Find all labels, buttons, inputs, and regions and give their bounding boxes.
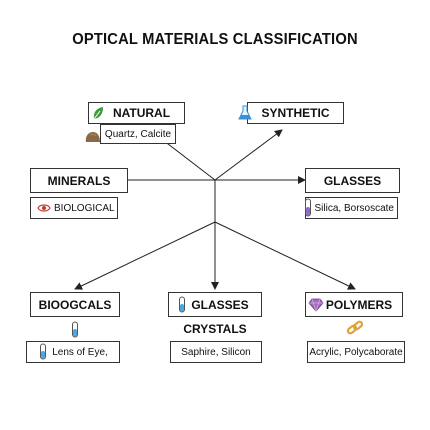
natural-label: NATURAL (112, 106, 171, 120)
glasses-right-example: Silica, Borsoscate (314, 202, 394, 214)
flask-icon (238, 105, 252, 120)
bioogcals-example: Lens of Eye, (52, 346, 108, 358)
minerals-label: MINERALS (47, 173, 111, 188)
bioogcals-node: BIOOGCALS (30, 292, 120, 317)
glasses-bottom-example-box: Saphire, Silicon (170, 341, 262, 363)
glasses-bottom-label: GLASSES (191, 297, 249, 312)
polymers-example-box: Acrylic, Polycaborate (307, 341, 405, 363)
minerals-subitem: BIOLOGICAL (54, 202, 115, 214)
arrow-synthetic (214, 129, 283, 181)
arrow-polymers (214, 221, 356, 290)
polymers-label: POLYMERS (325, 297, 393, 312)
gem-icon (308, 298, 324, 312)
arrow-bioogcals (74, 221, 216, 290)
test-tube-icon (40, 343, 46, 360)
synthetic-label: SYNTHETIC (261, 106, 330, 120)
natural-node: NATURAL (88, 102, 185, 124)
test-tube-icon (72, 321, 78, 338)
bioogcals-example-box: Lens of Eye, (26, 341, 120, 363)
glasses-right-example-box: Silica, Borsoscate (305, 197, 398, 219)
polymers-node: POLYMERS (305, 292, 403, 317)
minerals-node: MINERALS (30, 168, 128, 193)
glasses-bottom-example: Saphire, Silicon (181, 346, 251, 358)
glasses-bottom-node: GLASSES (168, 292, 262, 317)
natural-example: Quartz, Calcite (104, 128, 172, 140)
glasses-right-label: GLASSES (323, 173, 382, 188)
leaf-icon (93, 107, 103, 120)
test-tube-icon (179, 296, 185, 313)
glasses-right-node: GLASSES (305, 168, 400, 193)
minerals-subitem-box: BIOLOGICAL (30, 197, 118, 219)
rock-icon (85, 132, 100, 142)
polymers-example: Acrylic, Polycaborate (309, 346, 403, 358)
synthetic-node: SYNTHETIC (247, 102, 344, 124)
natural-example-box: Quartz, Calcite (100, 124, 176, 144)
eye-icon (37, 204, 51, 212)
bioogcals-label: BIOOGCALS (38, 297, 112, 312)
test-tube-icon (305, 198, 311, 217)
crystals-label: CRYSTALS (183, 322, 247, 336)
chain-link-icon (346, 320, 364, 335)
page-title: OPTICAL MATERIALS CLASSIFICATION (72, 31, 358, 48)
